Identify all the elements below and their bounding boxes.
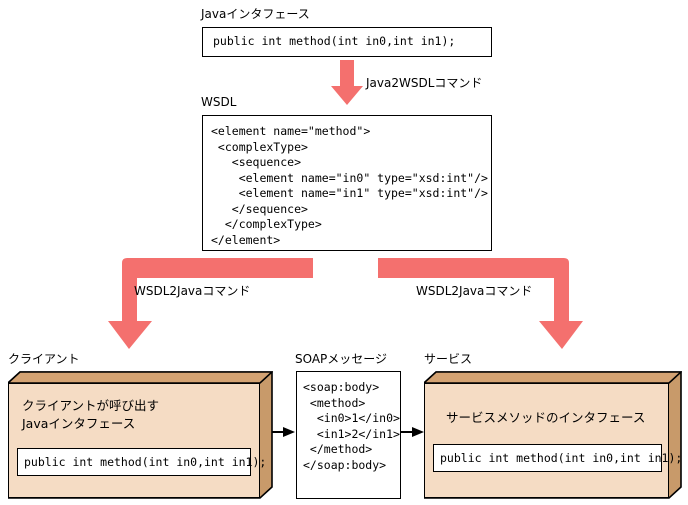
service-label: サービス <box>424 352 473 366</box>
client-code-box: public int method(int in0,int in1); <box>17 448 266 476</box>
service-panel-title: サービスメソッドのインタフェース <box>446 410 646 425</box>
wsdl-label: WSDL <box>201 95 237 109</box>
wsdl-code-box: <element name="method"> <complexType> <s… <box>202 115 492 251</box>
java-interface-label: Javaインタフェース <box>201 7 310 21</box>
client-panel: クライアントが呼び出す Javaインタフェース public int metho… <box>8 371 273 499</box>
service-code-box: public int method(int in0,int in1); <box>433 444 682 472</box>
java2wsdl-down-arrow-icon <box>331 60 363 105</box>
wsdl2java-left-command-label: WSDL2Javaコマンド <box>134 284 251 298</box>
client-label: クライアント <box>8 352 80 366</box>
java2wsdl-command-label: Java2WSDLコマンド <box>366 76 483 90</box>
soap-message-code-box: <soap:body> <method> <in0>1</in0> <in1>2… <box>296 371 401 499</box>
wsdl2java-left-elbow-arrow-icon <box>108 258 313 349</box>
service-panel-front <box>424 383 669 498</box>
wsdl2java-right-elbow-arrow-icon <box>378 258 583 349</box>
soap-message-label: SOAPメッセージ <box>295 352 388 366</box>
service-panel: サービスメソッドのインタフェース public int method(int i… <box>424 371 682 499</box>
client-to-soap-right-arrow-icon <box>272 427 295 437</box>
wsdl2java-right-command-label: WSDL2Javaコマンド <box>416 284 533 298</box>
soap-to-service-right-arrow-icon <box>401 427 424 437</box>
client-panel-front <box>8 383 260 498</box>
java-interface-code-box: public int method(int in0,int in1); <box>202 27 492 57</box>
client-panel-title: クライアントが呼び出す Javaインタフェース <box>22 398 160 432</box>
